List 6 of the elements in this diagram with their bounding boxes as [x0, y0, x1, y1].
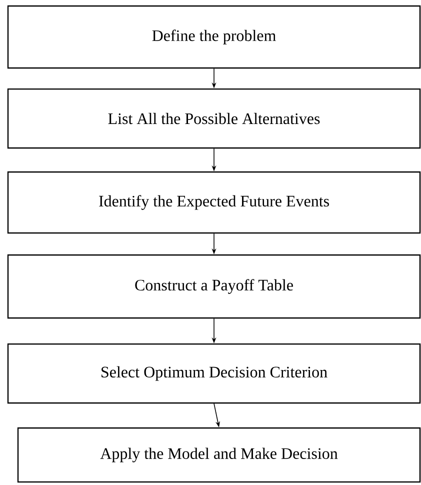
process-box: Construct a Payoff Table [7, 254, 421, 319]
process-box: Select Optimum Decision Criterion [7, 343, 421, 404]
process-box: Define the problem [7, 5, 421, 69]
process-box: Identify the Expected Future Events [7, 171, 421, 234]
process-box: Apply the Model and Make Decision [17, 427, 421, 483]
process-box: List All the Possible Alternatives [7, 88, 421, 149]
